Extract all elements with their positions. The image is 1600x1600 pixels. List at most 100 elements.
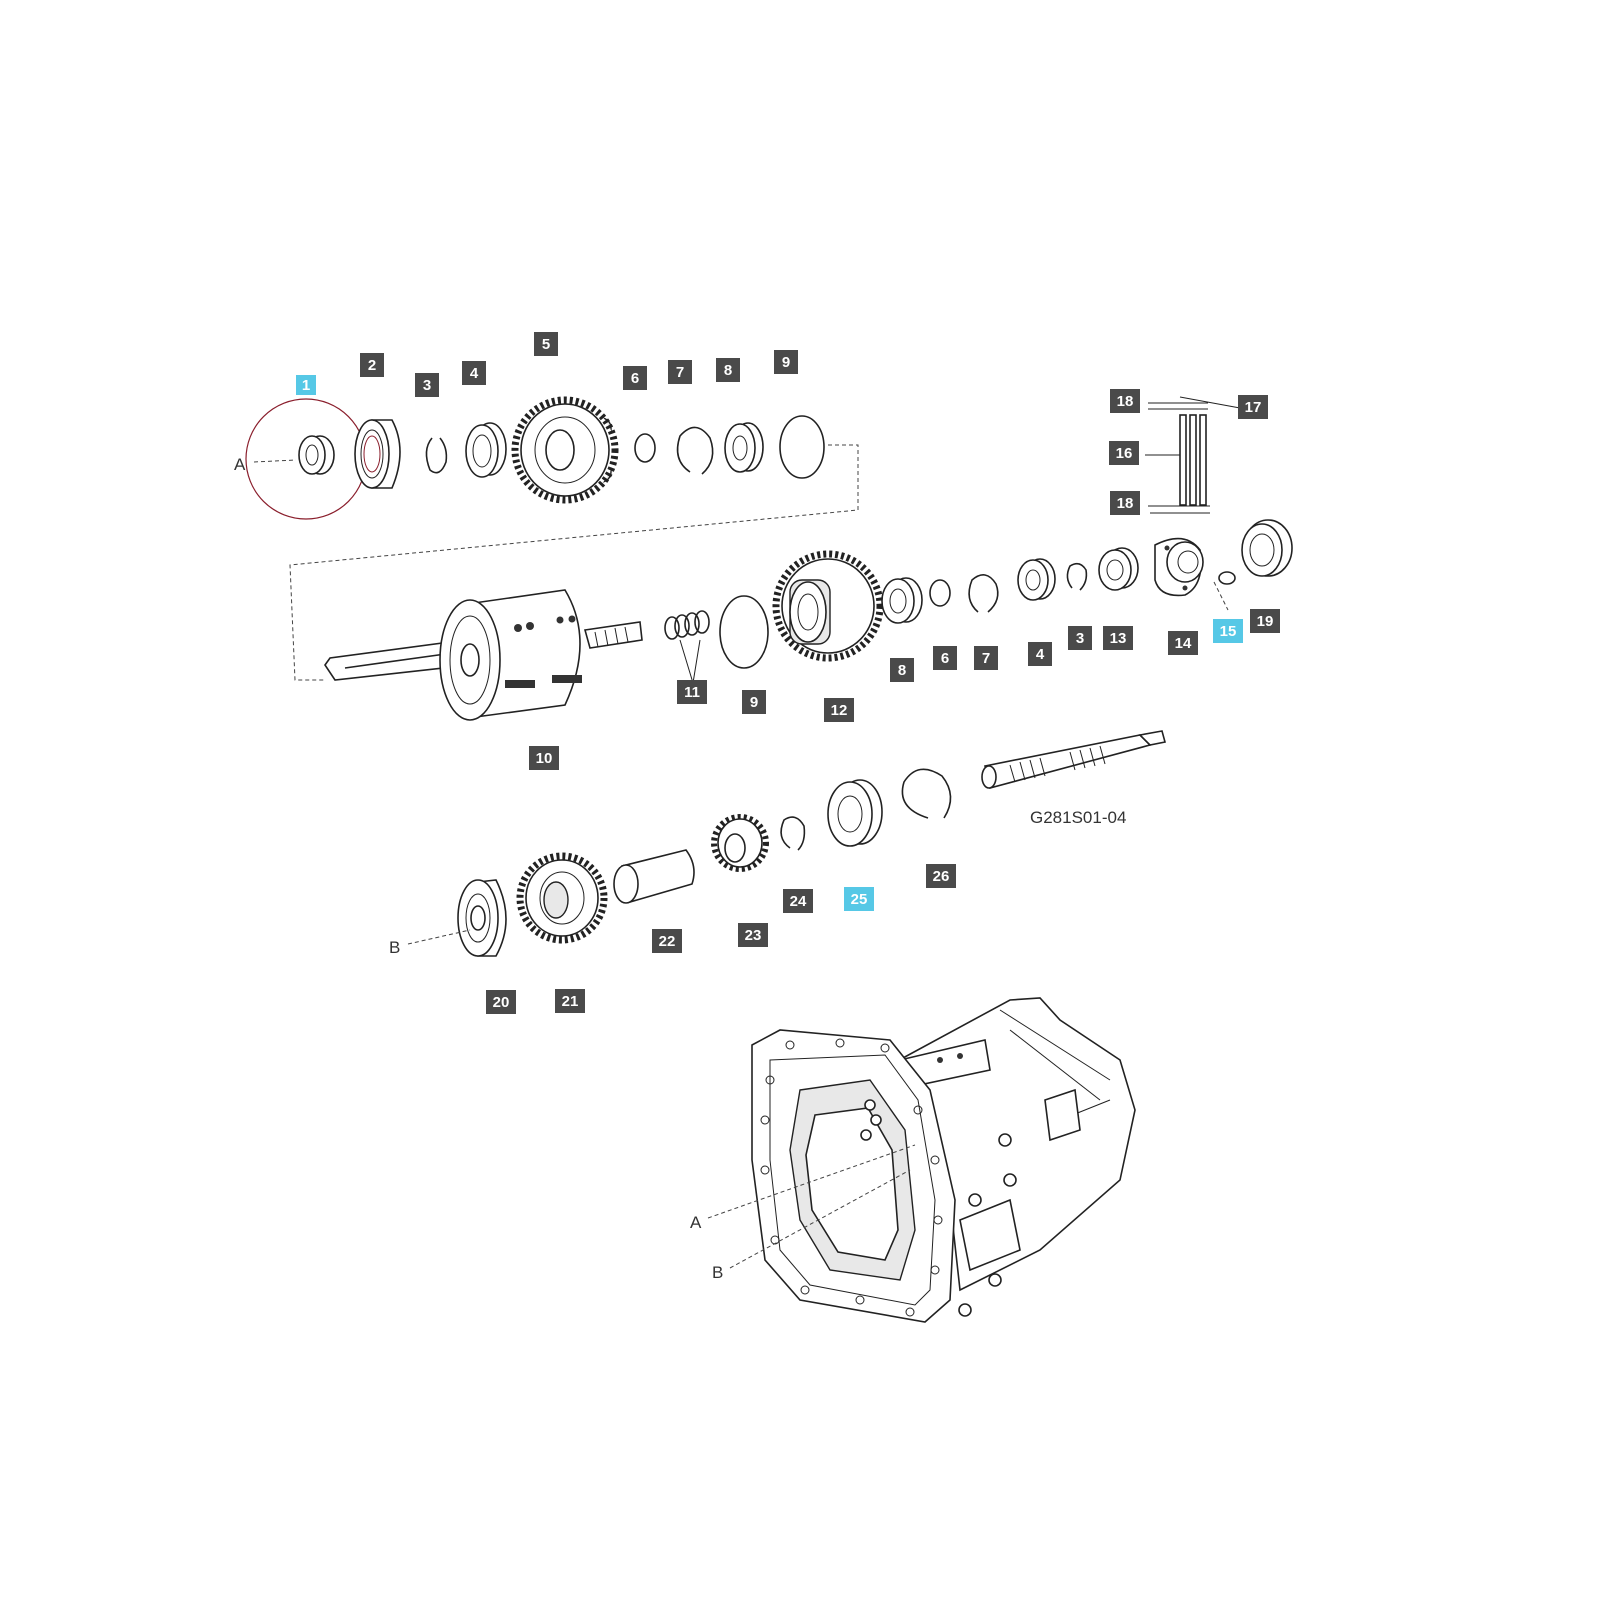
callout-c21: 21 [555, 989, 585, 1013]
callout-box [462, 361, 486, 385]
parts-16-18-pins [1145, 396, 1241, 514]
callout-c15: 15 [1213, 619, 1243, 643]
row3-parts [407, 730, 1166, 957]
callout-c5: 5 [534, 332, 558, 356]
callout-box [1213, 619, 1243, 643]
callout-c6a: 6 [623, 366, 647, 390]
callout-c7b: 7 [974, 646, 998, 670]
part-26-snap-ring [901, 768, 952, 819]
part-21-gear [516, 852, 608, 944]
callout-c3b: 3 [1068, 626, 1092, 650]
callout-box [1238, 395, 1268, 419]
callout-box [926, 864, 956, 888]
callout-box [555, 989, 585, 1013]
callout-label: 21 [562, 993, 579, 1010]
callout-c11: 11 [677, 680, 707, 704]
ref-letter-b-bottom-left: B [389, 938, 400, 957]
callout-c4b: 4 [1028, 642, 1052, 666]
callout-label: 10 [536, 750, 553, 767]
callout-box [1109, 441, 1139, 465]
callout-c18a: 18 [1110, 389, 1140, 413]
callout-c3a: 3 [415, 373, 439, 397]
callout-box [783, 889, 813, 913]
callout-label: 8 [898, 662, 906, 679]
callout-label: 4 [1036, 646, 1045, 663]
callout-label: 13 [1110, 630, 1127, 647]
part-7-snap-ring [676, 426, 714, 475]
callout-c7a: 7 [668, 360, 692, 384]
part-25-bearing [827, 779, 883, 847]
callout-c25: 25 [844, 887, 874, 911]
callout-c9b: 9 [742, 690, 766, 714]
part-19-seal [1241, 519, 1293, 577]
part-4b-bearing [1017, 558, 1056, 601]
callout-box [1110, 491, 1140, 515]
part-14-cover [1154, 537, 1204, 597]
transmission-housing [707, 997, 1136, 1323]
callout-box [933, 646, 957, 670]
callout-label: 19 [1257, 613, 1274, 630]
part-20-bearing [457, 879, 507, 957]
callout-c20: 20 [486, 990, 516, 1014]
part-4-bearing [465, 422, 507, 478]
callout-label: 17 [1245, 399, 1262, 416]
part-6b-ring [929, 579, 951, 607]
part-8-bearing [724, 422, 764, 473]
callout-c19: 19 [1250, 609, 1280, 633]
callout-label: 8 [724, 362, 732, 379]
callout-c18b: 18 [1110, 491, 1140, 515]
ref-letter-b-housing: B [712, 1263, 723, 1282]
callout-c17: 17 [1238, 395, 1268, 419]
callout-label: 25 [851, 891, 868, 908]
callout-label: 5 [542, 336, 550, 353]
part-12-gear [772, 550, 884, 662]
output-shaft [981, 730, 1166, 789]
callout-c9a: 9 [774, 350, 798, 374]
callout-box [623, 366, 647, 390]
callout-label: 26 [933, 868, 950, 885]
callout-c12: 12 [824, 698, 854, 722]
part-24-snap-ring [780, 816, 806, 851]
callout-box [652, 929, 682, 953]
callout-label: 3 [1076, 630, 1084, 647]
callout-box [974, 646, 998, 670]
callout-box [844, 887, 874, 911]
callout-label: 18 [1117, 495, 1134, 512]
callout-label: 24 [790, 893, 807, 910]
callout-box [890, 658, 914, 682]
part-22-sleeve [613, 849, 695, 904]
callout-box [742, 690, 766, 714]
callout-box [824, 698, 854, 722]
diagram-code: G281S01-04 [1030, 808, 1126, 827]
callout-box [486, 990, 516, 1014]
callout-label: 11 [684, 684, 700, 701]
part-7b-snap-ring [968, 574, 999, 613]
part-9b-o-ring [719, 595, 769, 669]
callout-label: 1 [302, 377, 310, 394]
callout-c26: 26 [926, 864, 956, 888]
callout-c24: 24 [783, 889, 813, 913]
part-5-gear [511, 396, 619, 504]
callout-label: 7 [982, 650, 990, 667]
callout-label: 14 [1175, 635, 1192, 652]
callout-label: 3 [423, 377, 431, 394]
callout-box [738, 923, 768, 947]
callout-box [774, 350, 798, 374]
part-6-ring [634, 433, 656, 463]
callout-label: 12 [831, 702, 848, 719]
callout-c6b: 6 [933, 646, 957, 670]
callout-c8b: 8 [890, 658, 914, 682]
callout-label: 6 [631, 370, 639, 387]
callout-c10: 10 [529, 746, 559, 770]
part-2-bearing [354, 419, 401, 489]
callout-c4a: 4 [462, 361, 486, 385]
part-23-gear [711, 814, 769, 872]
part-9-o-ring [779, 415, 825, 479]
part-3b-snap-ring [1066, 562, 1088, 591]
callout-c23: 23 [738, 923, 768, 947]
part-11-rings [664, 610, 710, 684]
callout-label: 9 [750, 694, 758, 711]
callout-c1: 1 [296, 375, 316, 395]
